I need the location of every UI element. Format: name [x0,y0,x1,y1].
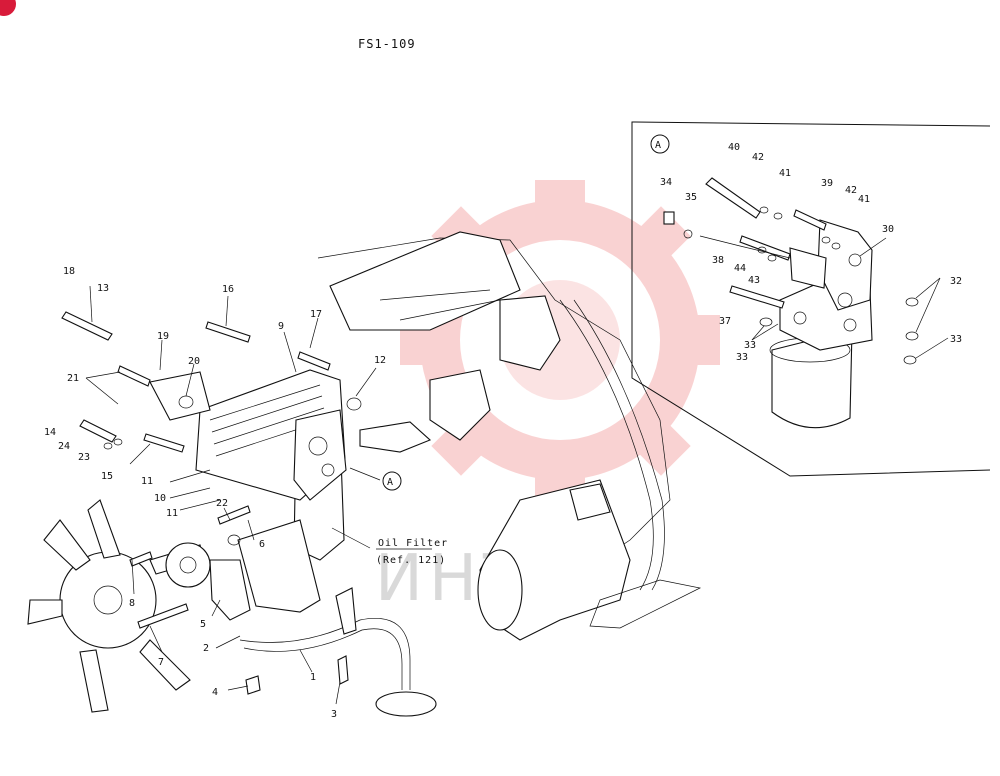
part-label: 11 [141,476,153,487]
part-label: 6 [259,539,265,550]
part-label: 43 [748,275,760,286]
part-label: 41 [779,168,791,179]
part-label: 18 [63,266,75,277]
part-label: 23 [78,452,90,463]
part-label: 22 [216,498,228,509]
svg-text:(Ref. 121): (Ref. 121) [376,555,446,566]
part-label: 5 [200,619,206,630]
part-label: 33 [744,340,756,351]
part-label: 16 [222,284,234,295]
part-label: 41 [858,194,870,205]
part-label: 33 [950,334,962,345]
part-label: 8 [129,598,135,609]
part-label: 14 [44,427,56,438]
part-label: 38 [712,255,724,266]
part-label: 44 [734,263,746,274]
part-label: 34 [660,177,672,188]
part-label: 33 [736,352,748,363]
part-label: 11 [166,508,178,519]
part-label: 32 [950,276,962,287]
part-label: 17 [310,309,322,320]
part-label: 1 [310,672,316,683]
detail-marker: A [655,140,661,151]
part-label: 15 [101,471,113,482]
part-label: 19 [157,331,169,342]
part-label: 40 [728,142,740,153]
part-label: 30 [882,224,894,235]
part-label: 42 [752,152,764,163]
part-label: 13 [97,283,109,294]
corner-badge [0,0,16,16]
part-label: 12 [374,355,386,366]
part-label: 2 [203,643,209,654]
part-label: 3 [331,709,337,720]
part-label: 7 [158,657,164,668]
part-label: 4 [212,687,218,698]
svg-text:Oil Filter: Oil Filter [378,538,448,549]
part-label: 37 [719,316,731,327]
oil-filter-callout: Oil Filter (Ref. 121) [376,538,448,566]
svg-text:A: A [387,477,393,488]
part-labels: 1 2 3 4 5 6 7 8 9 10 11 11 12 13 14 15 1… [44,142,962,720]
part-label: 35 [685,192,697,203]
detail-a-box: A [631,121,991,477]
part-label: 21 [67,373,79,384]
part-label: 20 [188,356,200,367]
part-label: 10 [154,493,166,504]
part-label: 39 [821,178,833,189]
diagram-code: FS1-109 [358,37,416,51]
part-label: 42 [845,185,857,196]
part-label: 24 [58,441,70,452]
part-label: 9 [278,321,284,332]
detail-a-callout: A [382,471,402,491]
engine-block [27,231,702,717]
